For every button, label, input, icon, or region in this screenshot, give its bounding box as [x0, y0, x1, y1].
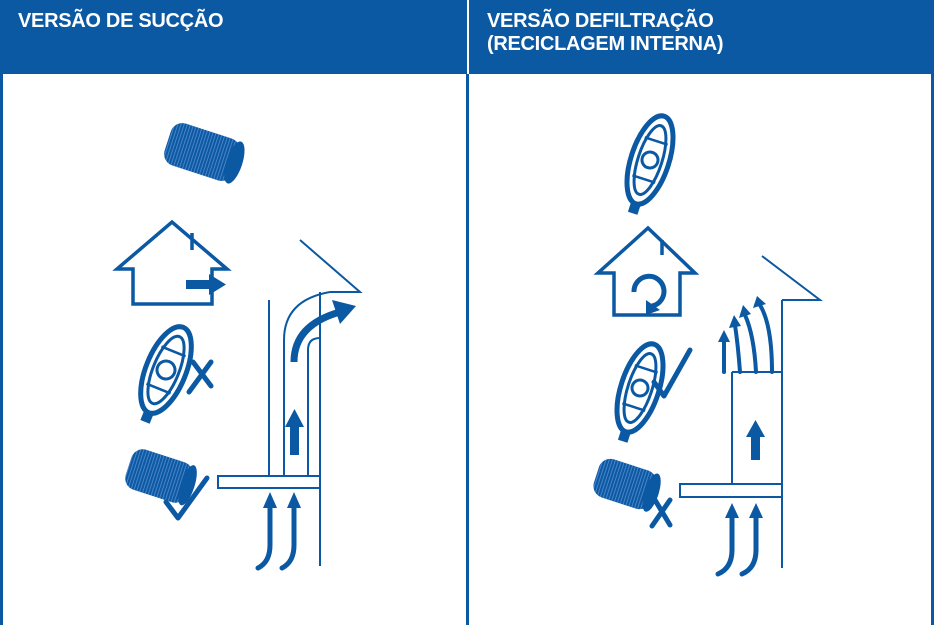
cross-icon-right: [649, 497, 673, 529]
duct-icon: [164, 123, 245, 184]
airflow-arrowhead-3: [725, 503, 739, 518]
left-border: [0, 74, 3, 625]
exhaust-arrow: [186, 274, 226, 295]
carbon-filter-icon-middle: [614, 341, 666, 443]
airflow-up-arrow-right: [746, 420, 765, 460]
recirculation-arrowhead-4: [753, 296, 766, 308]
recirculation-arrowhead-3: [739, 305, 751, 318]
illustration-canvas: [112, 113, 823, 577]
center-divider: [466, 74, 469, 625]
recirculation-arrowhead-1: [718, 330, 730, 342]
filtration-title-line1: VERSÃO DEFILTRAÇÃO: [487, 10, 714, 32]
header-suction: VERSÃO DE SUCÇÃO: [0, 0, 467, 74]
recirculation-arrowhead: [646, 300, 660, 315]
recirculation-arrowhead-2: [729, 315, 741, 328]
airflow-arrows-right: [715, 513, 759, 577]
hood-diagram-filtration: [679, 255, 823, 568]
recirculation-icon: [631, 273, 667, 309]
cross-icon: [186, 359, 214, 395]
airflow-arrowhead-1: [263, 492, 277, 508]
duct-icon-bottom: [125, 449, 197, 506]
house-exhaust-icon: [112, 219, 232, 306]
filtration-title-line2: (RECICLAGEM INTERNA): [487, 33, 724, 55]
check-icon: [163, 475, 210, 521]
check-icon-right: [651, 347, 693, 399]
hood-diagram: [217, 239, 363, 566]
airflow-arrowhead-2: [287, 492, 301, 508]
right-border: [931, 74, 934, 625]
airflow-arrows: [255, 502, 297, 571]
header-filtration: VERSÃO DEFILTRAÇÃO (RECICLAGEM INTERNA): [469, 0, 934, 74]
house-recirculation-icon: [593, 225, 700, 317]
duct-icon-crossed: [593, 458, 661, 512]
duct-outlet-arrow: [290, 308, 342, 363]
carbon-filter-icon: [138, 324, 194, 424]
airflow-up-arrow: [285, 409, 304, 455]
airflow-arrowhead-4: [749, 503, 763, 518]
duct-outlet-arrowhead: [332, 300, 356, 324]
carbon-filter-icon-top: [624, 113, 676, 215]
header-separator: [467, 0, 469, 74]
suction-title: VERSÃO DE SUCÇÃO: [18, 10, 224, 32]
recirculation-arrows: [722, 303, 774, 374]
